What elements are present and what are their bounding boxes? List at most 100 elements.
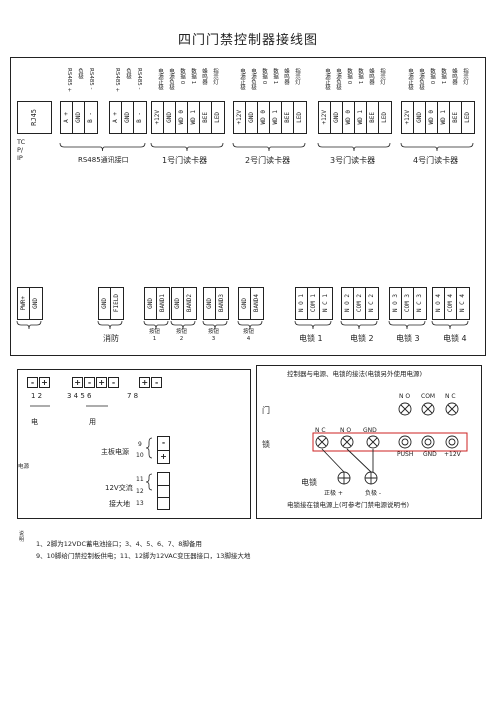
button-terminals-1-label: GND — [147, 298, 154, 309]
top-wire-label: 电源负极 — [250, 68, 256, 90]
rs485-a-terminals-label: A + — [63, 112, 70, 123]
lock-terminals-4-label: N O 4 — [435, 294, 442, 313]
top-wire-label: RS485 - — [136, 68, 142, 90]
main-minus: - — [158, 437, 169, 451]
fire-terminals-cell: GND — [99, 288, 111, 319]
ac-terminals — [157, 472, 170, 510]
rs485-comm-label: RS485通讯接口 — [78, 156, 129, 164]
reader-terminals-4-label: +12V — [404, 110, 411, 125]
ac-num-12: 12 — [136, 488, 144, 495]
mid-term-12v: +12V — [444, 451, 461, 458]
reader-terminals-4-cell: GND — [414, 102, 426, 133]
rs485-b-terminals-cell: A + — [110, 102, 122, 133]
door-label: 门 — [262, 406, 270, 415]
lock-label-4: 电锁 4 — [443, 334, 467, 343]
button-terminals-1: GND BAND1 — [144, 287, 170, 320]
top-wire-label: 电源负极 — [168, 68, 174, 90]
power-nums-1: 1 2 — [31, 392, 43, 400]
rs485-b-terminals-label: B - — [136, 112, 143, 123]
left-stack-tc: TC — [17, 138, 26, 146]
mid-term-gnd2: GND — [423, 451, 437, 458]
top-wire-label: 电源负极 — [335, 68, 341, 90]
reader-terminals-3-label: BEE — [369, 112, 376, 123]
button-terminals-2-label: GND — [174, 298, 181, 309]
mid-term-no: N O — [340, 427, 352, 434]
pwr-terminals: PWR+GND — [17, 287, 43, 320]
lock-label-1: 电锁 1 — [299, 334, 323, 343]
reader-terminals-1-label: +12V — [154, 110, 161, 125]
lock-terminals-4-label: N C 4 — [459, 294, 466, 313]
pwr-terminals-label: GND — [32, 298, 39, 309]
button-terminals-1-label: BAND1 — [159, 294, 166, 313]
lock-label-2: 电锁 2 — [350, 334, 374, 343]
reader-terminals-2-label: LED — [296, 112, 303, 123]
reader-terminals-4-label: BEE — [452, 112, 459, 123]
button-terminals-3-label: GND — [206, 298, 213, 309]
rs485-a-terminals-label: B - — [87, 112, 94, 123]
power-sign: + — [139, 377, 151, 388]
reader-terminals-2-cell: BEE — [282, 102, 294, 133]
reader-terminals-4-cell: WD 1 — [438, 102, 450, 133]
power-sign: + — [72, 377, 84, 388]
top-wire-label: 指示灯 — [294, 68, 300, 85]
rs485-a-terminals-label: GND — [75, 112, 82, 123]
reader-terminals-3-cell: WD 0 — [343, 102, 355, 133]
power-sign: - — [108, 377, 120, 388]
button-terminals-3-label: BAND3 — [218, 294, 225, 313]
reader-terminals-2-cell: +12V — [234, 102, 246, 133]
fire-label: 消防 — [103, 334, 119, 343]
reader-terminals-2-label: +12V — [236, 110, 243, 125]
lock-terminals-2-label: COM 2 — [356, 294, 363, 313]
lock-terminals-4-cell: COM 4 — [445, 288, 457, 319]
top-wire-label: 蜂鸣器 — [201, 68, 207, 85]
power-sign: - — [151, 377, 163, 388]
ac-num-11: 11 — [136, 476, 144, 483]
lock-terminals-3-cell: COM 3 — [402, 288, 414, 319]
top-wire-label: 电源负极 — [418, 68, 424, 90]
rj45-label: RJ45 — [30, 109, 38, 126]
rs485-a-terminals-cell: A + — [61, 102, 73, 133]
reader-terminals-3-cell: +12V — [319, 102, 331, 133]
lock-terminals-4-cell: N O 4 — [433, 288, 445, 319]
reader-terminals-4-label: WD 1 — [440, 110, 447, 125]
button-terminals-4-cell: BAND4 — [251, 288, 262, 319]
power-sign: - — [84, 377, 96, 388]
main-power-label: 主板电源 — [101, 448, 129, 456]
reader-terminals-2-cell: WD 1 — [270, 102, 282, 133]
ground-label: 接大地 — [109, 500, 130, 508]
button-terminals-2-cell: BAND2 — [184, 288, 195, 319]
notes-line-1: 1、2脚为12VDC蓄电池接口；3、4、5、6、7、8脚备用 — [36, 540, 202, 548]
mid-term-gnd: GND — [363, 427, 377, 434]
rs485-b-terminals-label: GND — [124, 112, 131, 123]
reader-terminals-3-label: +12V — [321, 110, 328, 125]
reader-terminals-1-cell: BEE — [200, 102, 212, 133]
rs485-a-terminals-cell: B - — [85, 102, 96, 133]
top-term-com: COM — [421, 393, 436, 400]
reader-label-4: 4号门读卡器 — [413, 156, 459, 165]
power-nums-3: 7 8 — [127, 392, 139, 400]
top-wire-label: 电源正极 — [157, 68, 163, 90]
button-terminals-2-cell: GND — [172, 288, 184, 319]
power-sign: + — [96, 377, 108, 388]
lock-terminals-3-label: N O 3 — [392, 294, 399, 313]
button-label-2: 按钮 2 — [176, 329, 188, 342]
reader-terminals-1-label: WD 0 — [178, 110, 185, 125]
top-wire-label: RS485 + — [114, 68, 120, 93]
power-box — [17, 369, 251, 519]
button-terminals-4-label: GND — [241, 298, 248, 309]
lock-neg-label: 负极 - — [365, 490, 382, 497]
top-wire-label: 蜂鸣器 — [451, 68, 457, 85]
reader-terminals-4-cell: +12V — [402, 102, 414, 133]
lock-terminals-1-label: N O 1 — [298, 294, 305, 313]
fire-terminals-label: FIELD — [113, 294, 120, 313]
reader-terminals-4-label: LED — [464, 112, 471, 123]
reader-terminals-2-label: WD 1 — [272, 110, 279, 125]
reader-terminals-3-cell: GND — [331, 102, 343, 133]
reader-terminals-1-cell: LED — [212, 102, 223, 133]
lock-terminals-2-cell: N C 2 — [366, 288, 377, 319]
power-note-mid: 用 — [89, 418, 96, 426]
